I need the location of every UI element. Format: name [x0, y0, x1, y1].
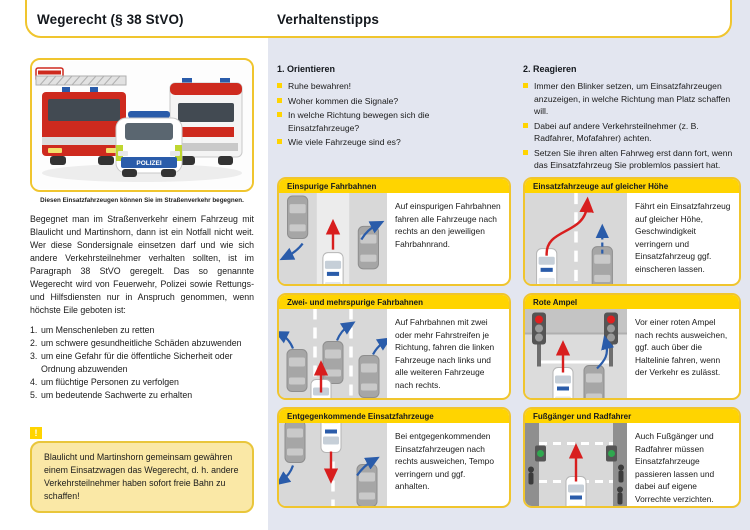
bullet-square-icon: [277, 112, 282, 117]
panel-red-light: Rote Ampel: [523, 293, 741, 400]
multi-lane-road-icon: [279, 309, 387, 398]
diagram-same-level: [525, 193, 627, 284]
traffic-light-icon: [532, 312, 546, 367]
tips-title: Verhaltenstipps: [277, 12, 380, 27]
bullet-square-icon: [277, 97, 282, 103]
panel-title: Einsatzfahrzeuge auf gleicher Höhe: [525, 179, 739, 193]
left-column: POLIZEI Diesen Einsatzfahrzeugen können …: [30, 58, 254, 402]
wegerecht-reasons-list: 1. um Menschenleben zu retten 2. um schw…: [30, 324, 254, 402]
bullet-square-icon: [523, 149, 528, 155]
list-item: 2. um schwere gesundheitliche Schäden ab…: [30, 338, 242, 348]
pedestrian-icon: [618, 464, 624, 483]
panel-title: Zwei- und mehrspurige Fahrbahnen: [279, 295, 509, 309]
panel-title: Einspurige Fahrbahnen: [279, 179, 509, 193]
panel-title: Fußgänger und Radfahrer: [525, 409, 739, 423]
panel-single-lane: Einspurige Fahrbahnen Auf einspurigen Fa…: [277, 177, 511, 286]
exclamation-icon: !: [30, 427, 42, 439]
bullet-square-icon: [523, 83, 528, 88]
fire-truck-icon: [35, 67, 127, 165]
panel-multi-lane: Zwei- und mehrspurige Fahrbahnen Auf: [277, 293, 511, 400]
red-light-road-icon: [525, 309, 627, 398]
bullet-item: Setzen Sie ihren alten Fahrweg erst dann…: [523, 147, 741, 172]
panel-text: Fährt ein Einsatzfahrzeug auf gleicher H…: [635, 201, 731, 274]
emergency-vehicles-illustration: POLIZEI: [32, 61, 252, 189]
police-car-icon: POLIZEI: [115, 111, 183, 177]
bullet-square-icon: [523, 122, 528, 128]
panel-text: Auf Fahrbahnen mit zwei oder mehr Fahrst…: [395, 317, 495, 390]
emergency-vehicles-photo: POLIZEI: [30, 58, 254, 192]
photo-caption: Diesen Einsatzfahrzeugen können Sie im S…: [40, 197, 244, 204]
panel-text: Auch Fußgänger und Radfahrer müssen Eins…: [635, 431, 715, 504]
warning-block: ! Blaulicht und Martinshorn gemeinsam ge…: [30, 427, 254, 513]
bullet-item: Dabei auf andere Verkehrsteilnehmer (z. …: [523, 120, 741, 145]
panel-title: Rote Ampel: [525, 295, 739, 309]
bullet-item: Immer den Blinker setzen, um Einsatzfahr…: [523, 80, 741, 118]
single-lane-road-icon: [279, 193, 387, 284]
ambulance-icon: [169, 78, 243, 165]
bullet-item: In welche Richtung bewegen sich die Eins…: [277, 109, 455, 134]
panel-text: Bei entgegenkommenden Einsatzfahrzeugen …: [395, 431, 495, 492]
panel-oncoming: Entgegenkommende Einsatzfahrzeuge Bei en…: [277, 407, 511, 508]
warning-note: Blaulicht und Martinshorn gemeinsam gewä…: [30, 441, 254, 513]
diagram-pedestrians: [525, 423, 627, 506]
police-lettering: POLIZEI: [136, 160, 161, 167]
reagieren-heading: 2. Reagieren: [523, 64, 577, 74]
pedestrian-crossing-icon: [525, 423, 627, 506]
same-level-road-icon: [525, 193, 627, 284]
bullet-square-icon: [277, 139, 282, 144]
pedestrian-signal-icon: [606, 445, 617, 462]
diagram-single-lane: [279, 193, 387, 284]
orientieren-heading: 1. Orientieren: [277, 64, 336, 74]
list-item: 4. um flüchtige Personen zu verfolgen: [30, 377, 179, 387]
pedestrian-icon: [617, 486, 623, 505]
panel-pedestrians: Fußgänger und Radfahrer: [523, 407, 741, 508]
oncoming-road-icon: [279, 423, 387, 506]
diagram-oncoming: [279, 423, 387, 506]
list-item: 5. um bedeutende Sachwerte zu erhalten: [30, 390, 193, 400]
reagieren-section: 2. Reagieren Immer den Blinker setzen, u…: [523, 64, 741, 174]
panel-same-level: Einsatzfahrzeuge auf gleicher Höhe Fährt…: [523, 177, 741, 286]
list-item: 1. um Menschenleben zu retten: [30, 325, 155, 335]
diagram-multi-lane: [279, 309, 387, 398]
bullet-item: Ruhe bewahren!: [277, 80, 455, 93]
panel-text: Auf einspurigen Fahrbahnen fahren alle F…: [395, 201, 501, 249]
diagram-red-light: [525, 309, 627, 398]
list-item: 3. um eine Gefahr für die öffentliche Si…: [30, 351, 233, 374]
bullet-item: Woher kommen die Signale?: [277, 95, 455, 108]
intro-paragraph: Begegnet man im Straßenverkehr einem Fah…: [30, 214, 254, 315]
pedestrian-icon: [528, 466, 534, 485]
bullet-square-icon: [277, 83, 282, 88]
header-band: Wegerecht (§ 38 StVO) Verhaltenstipps: [25, 0, 732, 38]
orientieren-section: 1. Orientieren Ruhe bewahren! Woher komm…: [277, 64, 477, 151]
panel-text: Vor einer roten Ampel nach rechts auswei…: [635, 317, 728, 378]
panel-title: Entgegenkommende Einsatzfahrzeuge: [279, 409, 509, 423]
page-title: Wegerecht (§ 38 StVO): [37, 12, 184, 27]
pedestrian-signal-icon: [535, 445, 546, 462]
bullet-item: Wie viele Fahrzeuge sind es?: [277, 136, 455, 149]
